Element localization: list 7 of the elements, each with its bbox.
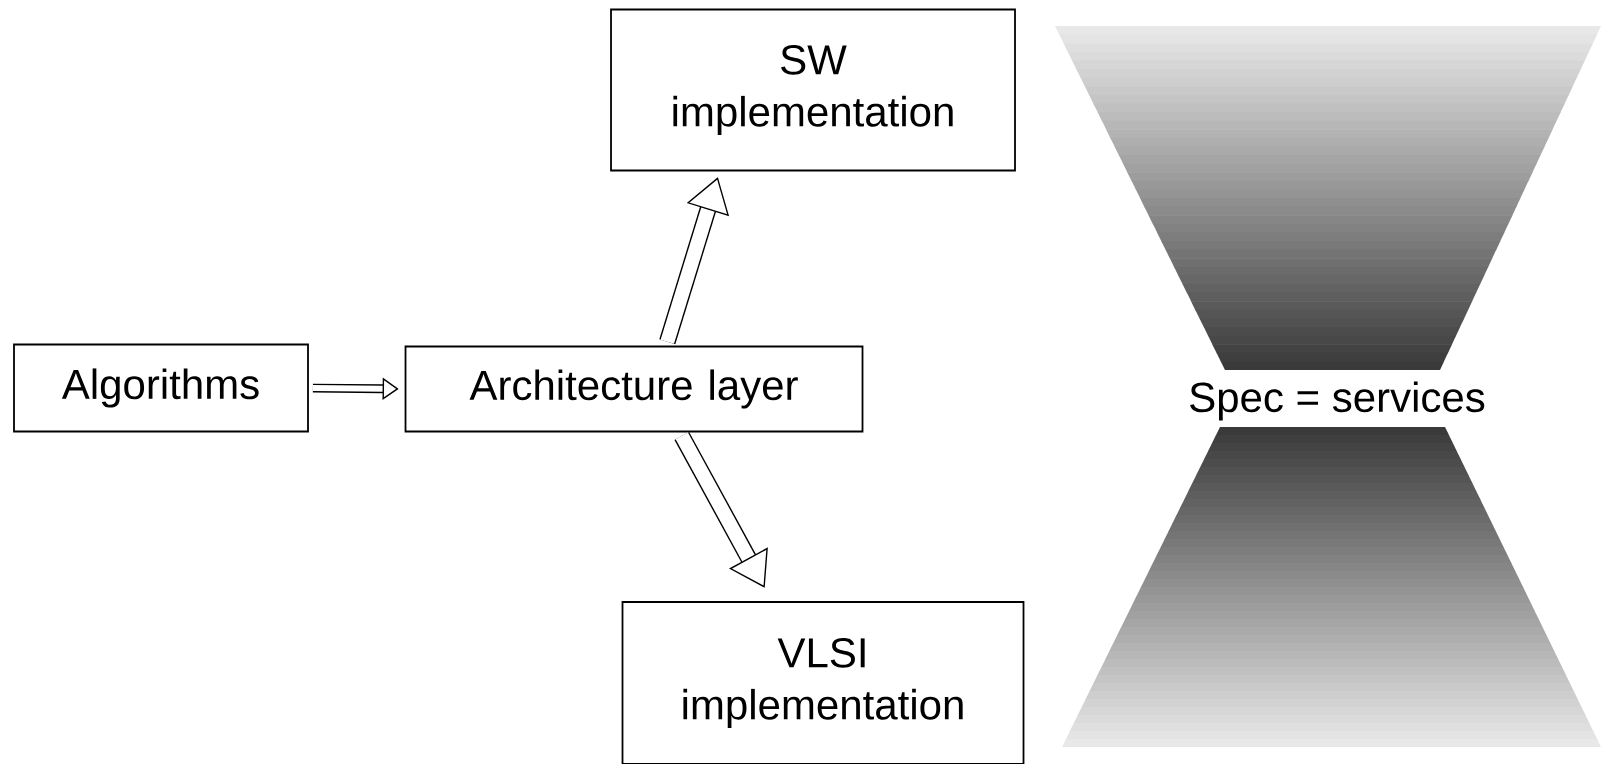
process-box: Algorithms: [13, 343, 309, 433]
process-box: VLSI implementation: [621, 601, 1025, 764]
block-arrow: [674, 431, 768, 588]
block-arrow: [312, 377, 399, 400]
hourglass-label: Spec = services: [1190, 381, 1485, 421]
process-box: Architecture layer: [404, 345, 864, 433]
process-box: SW implementation: [610, 8, 1016, 172]
